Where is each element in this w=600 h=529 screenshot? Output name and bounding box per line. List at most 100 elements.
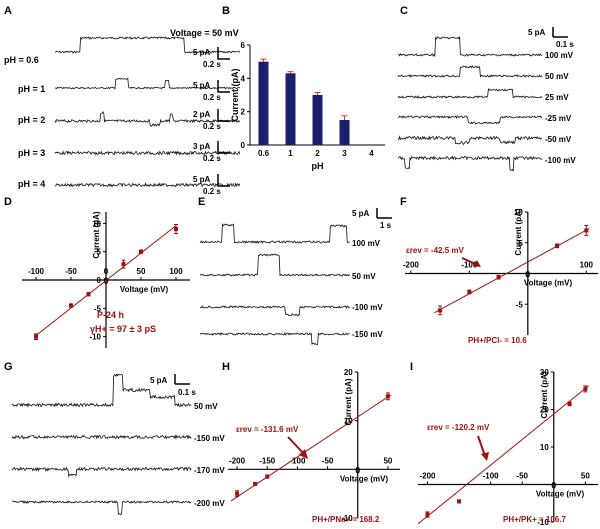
h-origin-label: 0 [355, 465, 360, 475]
c-scale-pa: 5 pA [528, 28, 546, 37]
h-ylabel: Current (pA) [344, 378, 353, 425]
i-xtick-label-1: -100 [483, 472, 500, 481]
e-scale-pa: 5 pA [352, 209, 370, 218]
panel-letter-a: A [4, 5, 12, 17]
c-trace-label-1: 50 mV [545, 72, 569, 81]
b-ytick-label-3: 6 [241, 41, 246, 50]
f-xtick-label-1: -100 [461, 261, 478, 270]
f-erev: εrev = -42.5 mV [406, 246, 464, 255]
i-ytick-label-0: -10 [537, 518, 549, 527]
d-point-5 [174, 227, 178, 231]
g-trace-2 [11, 466, 192, 478]
d-ytick-label-4: 10 [92, 219, 101, 228]
scale-pa-0: 5 pA [193, 48, 211, 57]
a-trace-3 [54, 150, 241, 156]
d-xtick-label-3: 50 [137, 267, 146, 276]
panel-c-traces [397, 35, 543, 172]
b-ytick-label-2: 4 [241, 74, 246, 83]
g-scale-t: 0.1 s [178, 388, 196, 397]
d-fit-line [35, 225, 177, 336]
a-trace-0 [54, 36, 241, 54]
panel-c: 5 pA 0.1 s 100 mV 50 mV 25 mV -25 mV -50… [397, 27, 576, 172]
scale-bar-4 [217, 174, 230, 187]
g-trace-1 [11, 434, 192, 440]
d-xlabel: Voltage (mV) [120, 285, 169, 294]
i-xtick-label-0: -200 [419, 472, 436, 481]
b-xtick-label-3: 3 [342, 149, 347, 158]
h-erev: εrev = -131.6 mV [236, 425, 299, 434]
d-xtick-label-4: 100 [169, 267, 183, 276]
panel-g: 5 pA 0.1 s 50 mV -150 mV -170 mV -200 mV [11, 373, 225, 516]
f-ylabel: Current (pA) [514, 208, 523, 255]
e-trace-1 [199, 253, 350, 277]
f-point-2 [496, 275, 501, 280]
scale-pa-4: 5 pA [193, 175, 211, 184]
b-xtick-label-0: 0.6 [258, 149, 270, 158]
scale-t-0: 0.2 s [203, 60, 221, 69]
b-xtick-label-1: 1 [288, 149, 293, 158]
g-trace-label-2: -170 mV [194, 466, 225, 475]
panel-letter-g: G [4, 361, 13, 373]
scale-t-3: 0.2 s [203, 154, 221, 163]
scale-pa-1: 5 pA [193, 81, 211, 90]
i-ytick-label-2: 20 [540, 406, 549, 415]
panel-letter-c: C [400, 5, 408, 17]
c-trace-4 [397, 135, 543, 146]
i-xtick-label-3: 50 [581, 472, 590, 481]
d-xtick-label-1: -50 [65, 267, 77, 276]
d-ytick-label-3: 5 [97, 248, 102, 257]
f-point-3 [555, 243, 560, 248]
f-xlabel: Voltage (mV) [524, 279, 573, 288]
h-ytick-label-0: -10 [341, 514, 353, 523]
c-trace-3 [397, 115, 543, 125]
i-point-2 [567, 401, 572, 406]
b-ytick-label-1: 2 [241, 108, 246, 117]
i-point-3 [583, 386, 588, 391]
ph-label-1: pH = 1 [18, 84, 45, 94]
c-trace-0 [397, 35, 543, 58]
panel-e-traces [199, 222, 350, 346]
d-point-0 [34, 334, 38, 339]
h-xtick-label-1: -150 [259, 456, 276, 465]
f-xtick-label-0: -200 [403, 261, 420, 270]
scale-t-1: 0.2 s [203, 93, 221, 102]
c-trace-label-2: 25 mV [545, 93, 569, 102]
c-trace-label-3: -25 mV [545, 114, 572, 123]
ph-label-4: pH = 4 [18, 179, 45, 189]
c-trace-5 [397, 155, 543, 172]
e-trace-3 [199, 332, 350, 346]
panel-letter-f: F [400, 196, 407, 208]
panel-a: Voltage = 50 mV pH = 0.6 pH = 1 pH = 2 p… [4, 28, 241, 196]
d-xtick-label-0: -100 [28, 267, 45, 276]
c-trace-label-0: 100 mV [545, 51, 574, 60]
h-point-0 [235, 491, 240, 496]
b-bar-0 [258, 61, 269, 145]
scale-t-4: 0.2 s [203, 187, 221, 196]
b-bar-1 [285, 73, 296, 145]
c-trace-2 [397, 88, 543, 99]
a-trace-4 [54, 182, 241, 188]
f-origin-label: 0 [525, 270, 530, 280]
i-xlabel: Voltage (mV) [536, 490, 585, 499]
h-xtick-label-2: -100 [289, 456, 306, 465]
g-trace-label-1: -150 mV [194, 434, 225, 443]
scale-pa-2: 2 pA [193, 110, 211, 119]
h-point-1 [253, 481, 258, 486]
panel-letter-b: B [222, 5, 230, 17]
i-point-1 [457, 499, 462, 504]
i-arrow-line [477, 435, 486, 457]
c-trace-label-4: -50 mV [545, 135, 572, 144]
f-fit-line [434, 228, 590, 314]
b-bar-3 [339, 120, 350, 145]
panel-letter-e: E [198, 196, 205, 208]
h-fit-line [230, 394, 392, 502]
b-xtick-label-4: 4 [369, 149, 374, 158]
e-trace-label-2: -100 mV [352, 303, 383, 312]
g-trace-0 [11, 373, 192, 408]
i-ytick-label-3: 30 [540, 368, 549, 377]
h-ytick-label-2: 20 [344, 368, 353, 377]
panel-letter-d: D [4, 196, 12, 208]
f-ytick-label-1: 5 [518, 239, 523, 248]
